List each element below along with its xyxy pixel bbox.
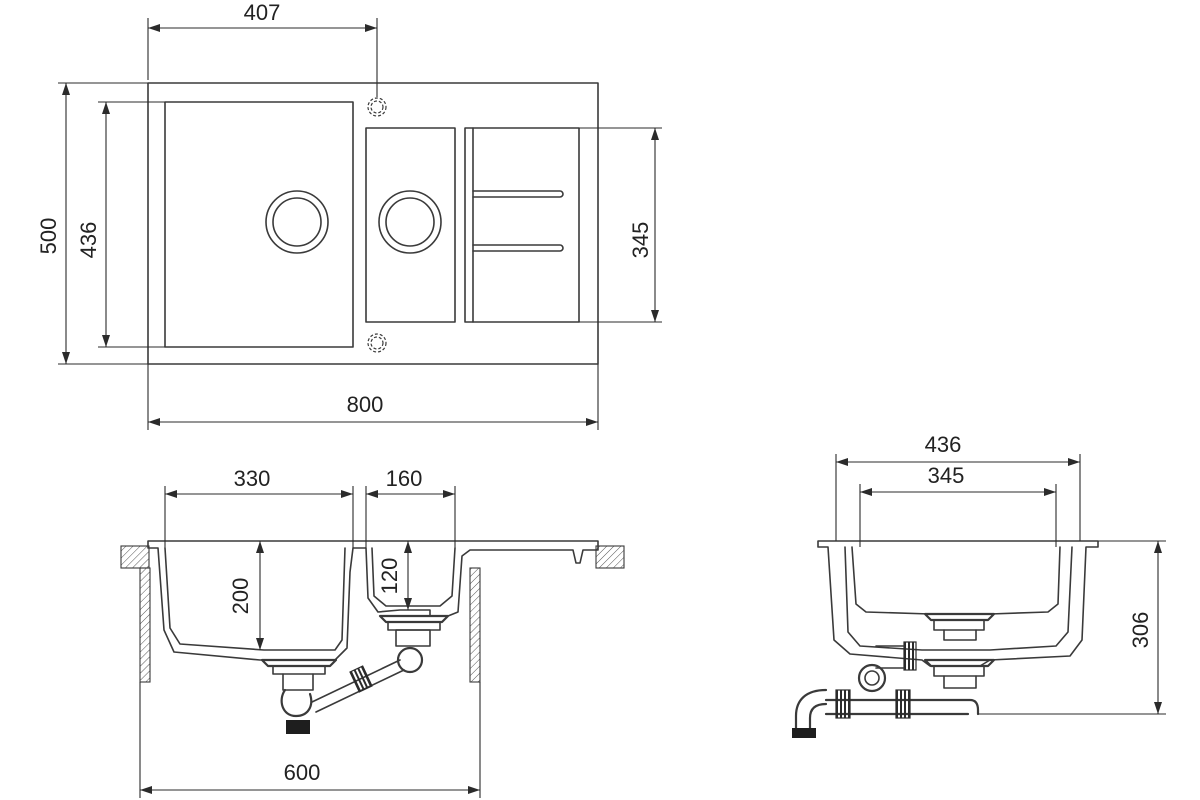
dim-label-200: 200 — [228, 578, 253, 615]
dim-label-306: 306 — [1128, 612, 1153, 649]
dim-small-bowl-width: 160 — [365, 466, 456, 548]
drainer-groove — [472, 190, 564, 198]
side-sink-body — [817, 540, 1099, 667]
main-bowl-drain-inner — [272, 197, 322, 247]
dim-overall-depth: 500 — [36, 82, 148, 365]
overflow-pipe — [311, 659, 405, 713]
dim-label-407: 407 — [244, 0, 281, 25]
dim-side-inner-depth: 345 — [859, 463, 1057, 547]
dim-overall-width: 800 — [147, 364, 599, 430]
cabinet-wall-right — [469, 567, 481, 683]
cabinet-wall-left — [139, 567, 151, 683]
dim-bowl-depth: 436 — [76, 101, 165, 348]
drainer-groove — [472, 244, 564, 252]
front-section-view: 330 160 200 120 — [120, 466, 625, 798]
small-bowl-drain-inner — [385, 197, 435, 247]
dim-label-600: 600 — [284, 760, 321, 785]
side-siphon — [792, 641, 980, 738]
small-bowl — [365, 127, 456, 323]
dim-label-345-side: 345 — [628, 222, 653, 259]
dim-main-bowl-offset: 407 — [147, 0, 378, 97]
worktop-right — [595, 545, 625, 569]
side-section-view: 436 345 306 — [792, 432, 1166, 738]
dim-small-bowl-depth: 345 — [579, 127, 662, 323]
waste-outlet — [286, 720, 310, 734]
dim-side-outer-depth: 436 — [835, 432, 1081, 541]
tap-hole-marker — [367, 333, 387, 353]
dim-side-overall-height: 306 — [978, 540, 1166, 715]
tap-hole-marker — [367, 97, 387, 117]
sink-outline — [147, 82, 599, 365]
top-view: 407 500 436 345 — [36, 0, 662, 430]
main-bowl — [164, 101, 354, 348]
dim-label-side-345: 345 — [928, 463, 965, 488]
dim-label-160: 160 — [386, 466, 423, 491]
dim-cabinet-width: 600 — [139, 682, 481, 798]
side-waste-outlet — [792, 728, 816, 738]
dim-main-bowl-width: 330 — [164, 466, 354, 548]
sink-body-section — [147, 540, 599, 661]
worktop-left — [120, 545, 150, 569]
main-bowl-drain-assembly — [260, 658, 338, 734]
dim-label-330: 330 — [234, 466, 271, 491]
dim-label-436: 436 — [76, 222, 101, 259]
dim-label-800: 800 — [347, 392, 384, 417]
small-bowl-drain-assembly — [378, 614, 450, 674]
dim-main-bowl-depth: 200 — [228, 541, 264, 650]
dim-label-500: 500 — [36, 218, 61, 255]
dim-label-120: 120 — [377, 558, 402, 595]
drainer-board — [464, 127, 580, 323]
dim-small-bowl-depth: 120 — [377, 541, 412, 610]
dim-label-side-436: 436 — [925, 432, 962, 457]
small-bowl-drain-outer — [378, 190, 442, 254]
main-bowl-drain-outer — [265, 190, 329, 254]
